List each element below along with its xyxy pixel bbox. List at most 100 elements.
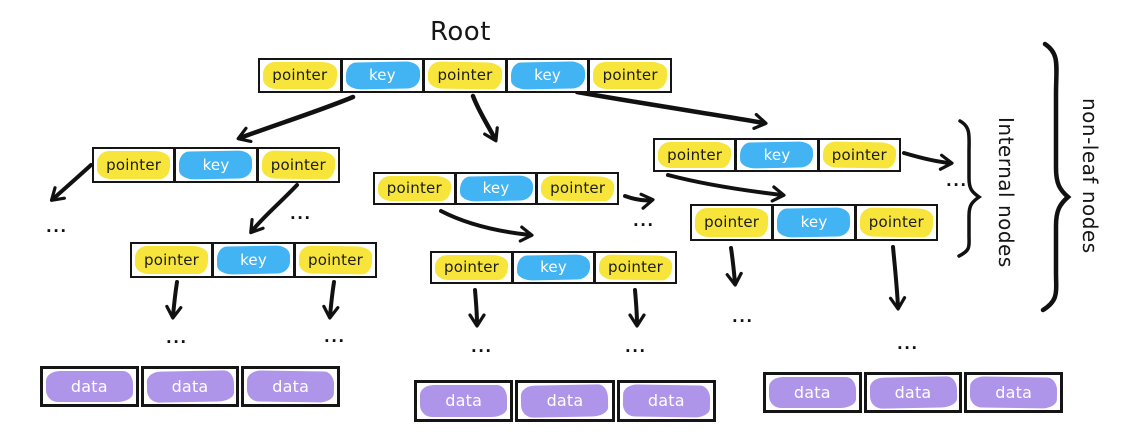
arrow-root-to-internal-mid [470, 93, 499, 143]
cell-data: data [40, 366, 139, 407]
pointer-highlight [135, 246, 208, 274]
internal-nodes-label: Internal nodes [994, 117, 1018, 268]
root-cell-key-2: key [505, 58, 590, 93]
non-leaf-nodes-label: non-leaf nodes [1078, 98, 1102, 254]
pointer-highlight [658, 142, 732, 168]
cell-label: data [445, 391, 483, 410]
ellipsis: ... [625, 338, 647, 356]
arrow-second-mid-down-1 [468, 288, 486, 328]
cell-label: data [793, 382, 831, 402]
cell-pointer: pointer [256, 147, 340, 183]
ellipsis: ... [46, 218, 68, 236]
cell-label: pointer [550, 179, 606, 197]
cell-label: key [800, 213, 828, 231]
node-internal-right: pointer key pointer [653, 138, 901, 172]
root-cell-key-1: key [340, 58, 425, 93]
cell-data: data [763, 372, 862, 413]
cell-pointer: pointer [430, 251, 513, 284]
cell-label: key [482, 179, 510, 197]
cell-pointer: pointer [653, 138, 737, 172]
cell-pointer: pointer [373, 172, 456, 205]
node-second-left: pointer key pointer [130, 242, 377, 278]
data-highlight [769, 377, 856, 408]
cell-label: pointer [270, 155, 326, 174]
cell-data: data [241, 366, 341, 407]
arrow-internal-mid-to-second-mid [439, 209, 534, 243]
arrow-root-to-internal-left [236, 94, 356, 143]
cell-label: key [534, 66, 561, 84]
cell-pointer: pointer [690, 204, 774, 241]
root-title: Root [430, 17, 491, 47]
cell-label: pointer [602, 66, 658, 84]
cell-data: data [863, 372, 963, 413]
cell-pointer: pointer [536, 172, 620, 205]
pointer-highlight [263, 62, 337, 89]
brace-non-leaf-nodes [1040, 41, 1072, 313]
node-leaf-left: data data data [40, 366, 341, 407]
arrow-second-left-down-2 [322, 280, 340, 320]
node-leaf-right: data data data [763, 372, 1064, 413]
arrow-root-to-internal-right [574, 89, 768, 130]
pointer-highlight [435, 255, 508, 280]
cell-label: key [202, 155, 230, 174]
arrow-second-mid-down-2 [628, 288, 646, 328]
node-internal-mid: pointer key pointer [373, 172, 620, 205]
cell-label: key [540, 258, 567, 276]
cell-label: data [171, 376, 209, 396]
cell-pointer: pointer [854, 204, 938, 241]
cell-label: pointer [704, 213, 760, 231]
arrow-second-right-down-1 [725, 246, 743, 287]
data-highlight [420, 385, 508, 417]
arrow-internal-right-to-second-right [666, 173, 786, 203]
cell-data: data [515, 380, 615, 422]
cell-label: data [995, 382, 1033, 402]
root-cell-pointer-1: pointer [258, 58, 342, 93]
cell-label: pointer [106, 155, 162, 174]
cell-key: key [772, 204, 856, 241]
cell-label: data [272, 376, 310, 396]
cell-label: pointer [868, 213, 924, 231]
root-cell-pointer-3: pointer [588, 58, 672, 93]
cell-pointer: pointer [130, 242, 213, 278]
ellipsis: ... [897, 335, 919, 353]
pointer-highlight [695, 208, 769, 237]
pointer-highlight [593, 62, 667, 89]
cell-label: pointer [307, 250, 364, 269]
cell-label: pointer [667, 145, 723, 164]
cell-pointer: pointer [294, 242, 377, 278]
ellipsis: ... [633, 212, 655, 230]
cell-label: pointer [386, 179, 442, 197]
arrow-second-left-down-1 [165, 280, 183, 320]
cell-label: pointer [831, 145, 887, 164]
ellipsis: ... [471, 338, 493, 356]
ellipsis: ... [324, 328, 346, 346]
node-leaf-mid: data data data [414, 380, 716, 422]
cell-label: data [894, 382, 932, 402]
cell-label: data [546, 391, 584, 410]
ellipsis: ... [166, 329, 188, 347]
pointer-highlight [97, 151, 171, 179]
cell-label: pointer [607, 258, 664, 276]
arrow-internal-left-to-ellipsis [49, 163, 93, 202]
cell-label: pointer [443, 258, 500, 276]
ellipsis: ... [290, 205, 312, 223]
node-internal-left: pointer key pointer [92, 147, 340, 183]
node-second-right: pointer key pointer [690, 204, 938, 241]
root-cell-pointer-2: pointer [423, 58, 507, 93]
arrow-internal-right-to-ellipsis [902, 151, 954, 171]
node-root: pointer key pointer key pointer [258, 58, 672, 93]
cell-key: key [174, 147, 258, 183]
cell-data: data [964, 372, 1064, 413]
cell-data: data [414, 380, 514, 422]
cell-key: key [512, 251, 595, 284]
data-highlight [46, 371, 133, 402]
cell-label: key [240, 250, 267, 269]
ellipsis: ... [732, 308, 754, 326]
cell-label: key [368, 66, 396, 84]
cell-pointer: pointer [817, 138, 901, 172]
cell-data: data [140, 366, 240, 407]
pointer-highlight [378, 176, 451, 201]
cell-label: data [647, 391, 685, 410]
arrow-internal-mid-to-ellipsis [623, 192, 655, 210]
